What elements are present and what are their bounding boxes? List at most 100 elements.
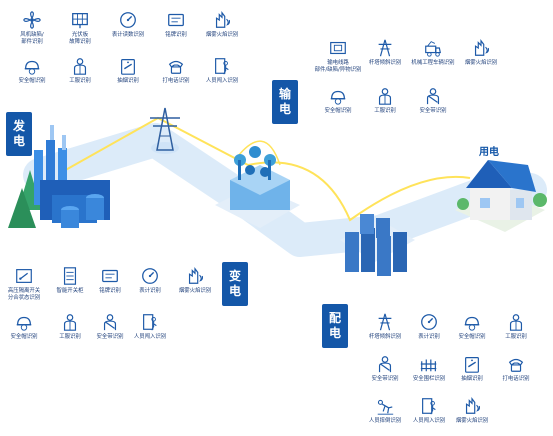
transformation-item-label: 人员闯入识别 [133, 334, 167, 340]
smoking-icon [465, 357, 479, 373]
distribution-item-label: 安全带识别 [371, 376, 399, 382]
tower-icon [378, 313, 392, 331]
distribution-item-label: 打电话识别 [502, 376, 530, 382]
workwear-icon [73, 58, 87, 75]
distribution-item-label: 安全围栏识别 [412, 376, 446, 382]
intrusion-icon [143, 314, 157, 331]
workwear-icon [63, 314, 77, 331]
transformation-item-label: 安全帽识别 [10, 334, 38, 340]
fan-icon [23, 11, 41, 29]
solar-panel-icon [72, 13, 88, 29]
transformation-item-label: 烟雾火焰识别 [178, 288, 212, 294]
helmet-icon [24, 60, 40, 75]
distribution-item-label: 烟雾火焰识别 [455, 418, 489, 424]
vehicle-icon [425, 41, 441, 57]
transformation-item: 人员闯入识别 [123, 312, 177, 341]
distribution-item-label: 工服识别 [505, 334, 527, 340]
stage-generation-tag: 发电 [6, 112, 32, 156]
transmission-item: 杆塔倾斜识别 [358, 38, 412, 67]
distribution-item: 抽烟识别 [445, 354, 499, 383]
safety-belt-icon [103, 314, 117, 331]
transmission-item: 输电线路 部件/缺陷/异物识别 [311, 38, 365, 73]
transformation-item: 安全带识别 [83, 312, 137, 341]
transformation-item: 表计识别 [123, 266, 177, 295]
transmission-item-label: 安全带识别 [419, 108, 447, 114]
smoke-fire-icon [188, 266, 204, 284]
smart-switch-icon [63, 267, 77, 285]
safety-belt-icon [378, 356, 392, 373]
generation-item: 工服识别 [53, 56, 107, 85]
phone-icon [168, 60, 184, 74]
transformation-item: 高压隔离开关 分合状态识别 [0, 266, 51, 301]
transmission-item-label: 安全帽识别 [324, 108, 352, 114]
power-plant-illustration [8, 125, 110, 228]
transformation-item: 工服识别 [43, 312, 97, 341]
generation-item-label: 铭牌识别 [165, 32, 187, 38]
distribution-item: 人员闯入识别 [402, 396, 456, 425]
transmission-item: 工服识别 [358, 86, 412, 115]
distribution-item: 安全帽识别 [445, 312, 499, 341]
distribution-item: 工服识别 [489, 312, 543, 341]
transformation-item-label: 工服识别 [59, 334, 81, 340]
generation-item: 烟雾火焰识别 [195, 10, 249, 39]
workwear-icon [509, 314, 523, 331]
distribution-item-label: 杆塔倾斜识别 [368, 334, 402, 340]
distribution-cabinets-illustration [340, 214, 415, 276]
tower-icon [378, 39, 392, 57]
stage-transmission-tag: 输电 [272, 80, 298, 124]
generation-item: 光伏板 故障识别 [53, 10, 107, 45]
transformation-item: 安全帽识别 [0, 312, 51, 341]
nameplate-icon [168, 13, 184, 27]
smoke-fire-icon [474, 38, 490, 56]
distribution-item: 安全带识别 [358, 354, 412, 383]
transformation-item-label: 安全带识别 [96, 334, 124, 340]
helmet-icon [464, 316, 480, 331]
smoking-icon [121, 59, 135, 75]
transformation-item-label: 高压隔离开关 分合状态识别 [7, 288, 41, 301]
generation-item: 人员闯入识别 [195, 56, 249, 85]
transformation-item-label: 铭牌识别 [99, 288, 121, 294]
power-line-2 [247, 161, 471, 222]
transmission-item-label: 工服识别 [374, 108, 396, 114]
generation-item: 风机缺陷/ 部件识别 [5, 10, 59, 45]
fence-icon [420, 359, 437, 372]
generation-item: 安全帽识别 [5, 56, 59, 85]
house-illustration [455, 160, 547, 232]
transformation-item-label: 智能开关柜 [56, 288, 84, 294]
distribution-item: 烟雾火焰识别 [445, 396, 499, 425]
generation-item: 表计读数识别 [101, 10, 155, 39]
generation-item: 铭牌识别 [149, 10, 203, 39]
distribution-item-label: 安全帽识别 [458, 334, 486, 340]
helmet-icon [16, 316, 32, 331]
generation-item-label: 人员闯入识别 [205, 78, 239, 84]
phone-icon [508, 358, 524, 372]
gauge-icon [120, 12, 136, 28]
gauge-icon [421, 314, 437, 330]
line-part-icon [330, 41, 346, 55]
safety-belt-icon [426, 88, 440, 105]
substation-illustration [215, 146, 300, 228]
generation-item-label: 烟雾火焰识别 [205, 32, 239, 38]
generation-item-label: 抽烟识别 [117, 78, 139, 84]
generation-item-label: 安全帽识别 [18, 78, 46, 84]
transformation-item: 烟雾火焰识别 [168, 266, 222, 295]
stage-consumption-label: 用电 [479, 147, 499, 158]
transformation-item: 铭牌识别 [83, 266, 137, 295]
generation-item-label: 光伏板 故障识别 [69, 32, 91, 45]
intrusion-icon [422, 398, 436, 415]
gauge-icon [142, 268, 158, 284]
smoke-fire-icon [215, 10, 231, 28]
switch-status-icon [16, 269, 32, 283]
distribution-item-label: 人员摔倒识别 [368, 418, 402, 424]
distribution-item: 人员摔倒识别 [358, 396, 412, 425]
generation-item-label: 工服识别 [69, 78, 91, 84]
transformation-item-label: 表计识别 [139, 288, 161, 294]
distribution-item-label: 人员闯入识别 [412, 418, 446, 424]
distribution-item: 打电话识别 [489, 354, 543, 383]
transmission-item-label: 烟雾火焰识别 [464, 60, 498, 66]
power-line-3 [234, 140, 281, 166]
generation-item: 打电话识别 [149, 56, 203, 85]
generation-item-label: 表计读数识别 [111, 32, 145, 38]
transmission-item-label: 机械工程车辆识别 [411, 60, 455, 66]
